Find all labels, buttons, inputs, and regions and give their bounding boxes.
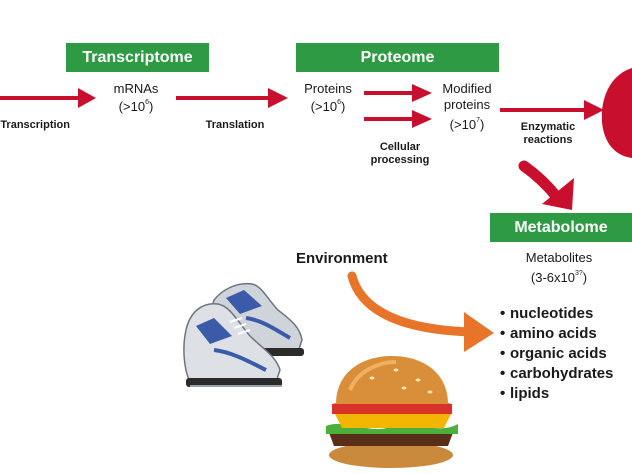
label-environment: Environment: [296, 250, 388, 267]
arrow-translation: [176, 88, 288, 108]
label-mrnas-count: (>106): [118, 99, 154, 114]
metabolome-header: Metabolome: [490, 213, 632, 242]
label-proteins-count: (>106): [310, 99, 346, 114]
arrow-processing-bottom: [364, 110, 432, 128]
arrow-to-metabolome: [518, 160, 574, 210]
list-item: •lipids: [500, 385, 550, 402]
arrow-enzymatic: [500, 100, 604, 120]
label-metabolites-count: (3-6x103?): [530, 270, 588, 285]
list-item: •amino acids: [500, 325, 597, 342]
label-translation: Translation: [205, 119, 265, 131]
label-modified-count: (>107): [449, 117, 485, 132]
label-transcription: Transcription: [0, 119, 70, 131]
shoes-image: [183, 282, 304, 387]
arrow-transcription: [0, 88, 96, 108]
proteome-header: Proteome: [296, 43, 499, 72]
list-item: •organic acids: [500, 345, 607, 362]
label-mrnas: mRNAs: [113, 81, 159, 96]
arrow-environment: [347, 271, 494, 352]
list-item: •carbohydrates: [500, 365, 614, 382]
burger-image: [326, 356, 458, 468]
list-item: •nucleotides: [500, 305, 594, 322]
label-proteins: Proteins: [304, 81, 352, 96]
label-metabolites: Metabolites: [525, 250, 593, 265]
transcriptome-header: Transcriptome: [66, 43, 209, 72]
metabolite-classes-list: •nucleotides •amino acids •organic acids…: [500, 304, 613, 404]
arrow-processing-top: [364, 84, 432, 102]
offscreen-red-shape: [601, 68, 632, 158]
